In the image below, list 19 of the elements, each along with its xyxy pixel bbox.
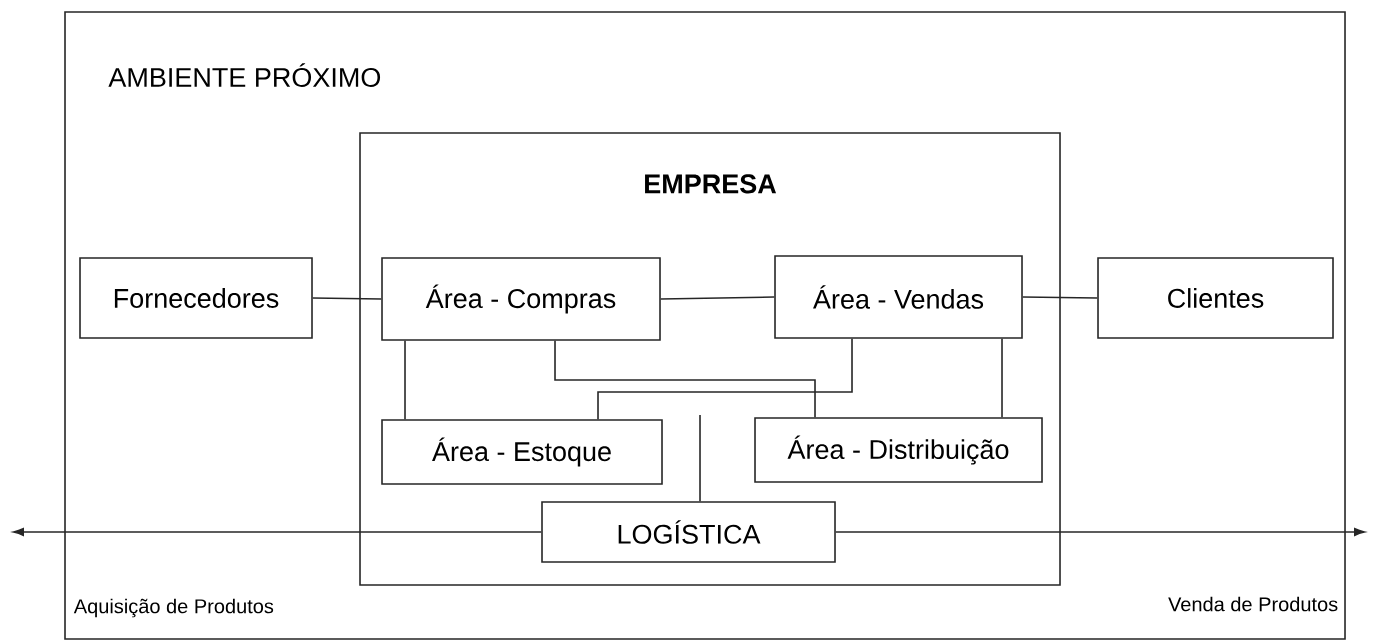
connector-line — [1001, 338, 1003, 418]
connector-line — [1022, 296, 1098, 299]
connector-line — [597, 338, 853, 420]
caption-text: Venda de Produtos — [1168, 596, 1338, 612]
arrow — [835, 528, 1365, 536]
connector-line — [660, 296, 775, 300]
process-box: Área - Estoque — [381, 419, 663, 485]
process-box: Fornecedores — [79, 257, 313, 339]
logistics-box: LOGÍSTICA — [541, 501, 836, 563]
connector-line — [312, 297, 382, 300]
connector-line — [404, 340, 406, 420]
arrow — [13, 528, 542, 536]
connector-line — [554, 340, 816, 418]
caption-text: Aquisição de Produtos — [73, 598, 274, 618]
process-box: Área - Vendas — [774, 255, 1023, 339]
process-box: Área - Distribuição — [754, 417, 1043, 483]
process-box: Clientes — [1097, 257, 1334, 339]
process-box: Área - Compras — [381, 257, 661, 341]
connector-line — [699, 414, 701, 502]
